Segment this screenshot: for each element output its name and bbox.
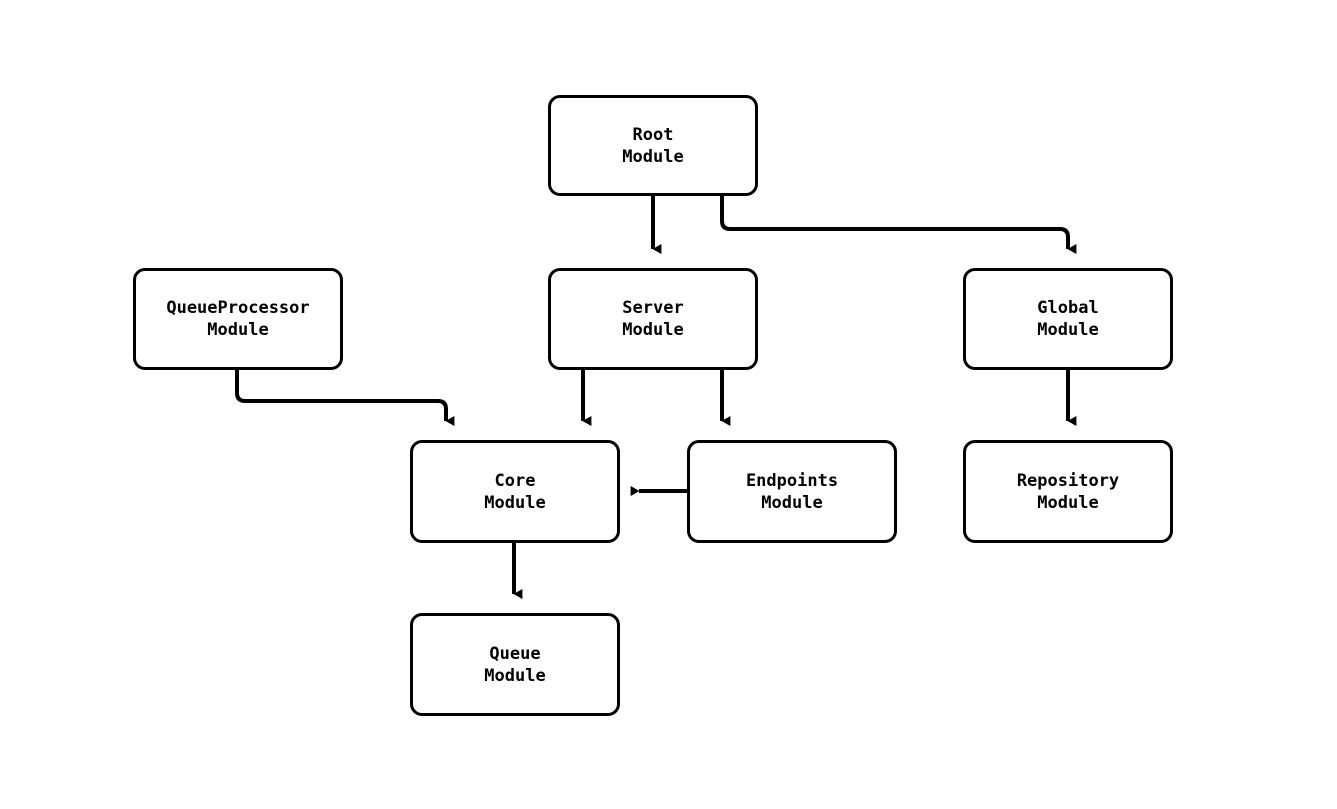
edge-queueprocessor-to-core: [235, 370, 455, 426]
node-server-module-label: Server Module: [622, 298, 684, 340]
node-repository-module-label: Repository Module: [1016, 470, 1120, 513]
node-global-module-label: Global Module: [1037, 298, 1099, 340]
node-endpoints-module[interactable]: Endpoints Module: [687, 440, 897, 543]
node-queueprocessor-module[interactable]: QueueProcessor Module: [133, 268, 343, 370]
node-global-module[interactable]: Global Module: [963, 268, 1173, 370]
node-core-module-label: Core Module: [484, 470, 546, 513]
node-queueprocessor-module-label: QueueProcessor Module: [166, 298, 310, 340]
node-queue-module-label: Queue Module: [484, 643, 546, 686]
node-server-module[interactable]: Server Module: [548, 268, 758, 370]
node-endpoints-module-label: Endpoints Module: [745, 470, 839, 513]
node-root-module[interactable]: Root Module: [548, 95, 758, 196]
node-queue-module[interactable]: Queue Module: [410, 613, 620, 716]
edge-root-to-global: [720, 196, 1077, 254]
node-core-module[interactable]: Core Module: [410, 440, 620, 543]
node-repository-module[interactable]: Repository Module: [963, 440, 1173, 543]
node-root-module-label: Root Module: [622, 124, 684, 167]
